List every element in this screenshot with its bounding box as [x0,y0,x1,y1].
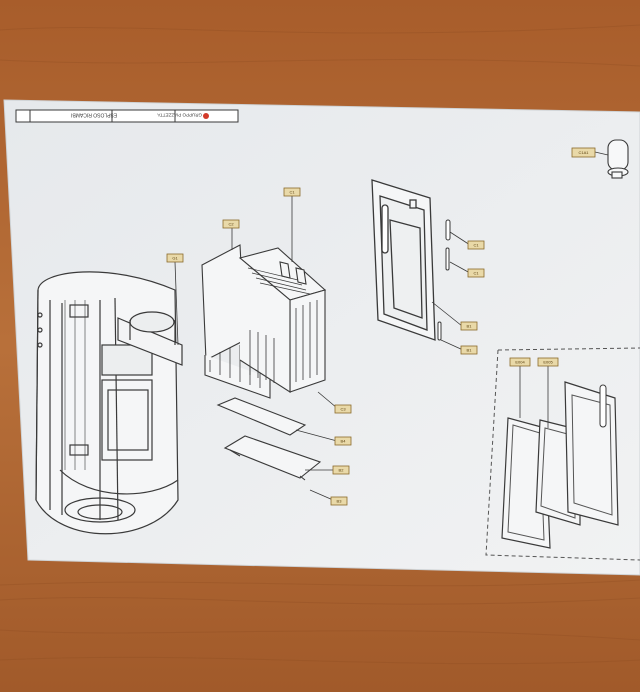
callout-c-inset-2: E005 [537,357,559,367]
callout-text: B4 [341,439,347,444]
callout-c-grate-3: B2 [332,465,350,475]
callout-text: C1 [473,243,479,248]
callout-c-door-1: C1 [467,240,485,250]
callout-text: B1 [467,348,473,353]
stove-door [371,179,436,341]
callout-text: C1 [473,271,479,276]
callout-text: B3 [337,499,343,504]
ash-grate-1 [216,397,307,436]
callout-c-door-4: B1 [460,345,478,355]
brand-logo-icon [203,113,209,119]
callout-text: B1 [467,324,473,329]
callout-c-side-panel: C2 [222,219,240,229]
callout-text: E005 [543,360,553,365]
callout-c-grate-1: C3 [334,404,352,414]
callout-c-inset-1: E004 [509,357,531,367]
callout-c-grate-2: B4 [334,436,352,446]
door-pins [437,219,451,341]
callout-c-left: G1 [166,253,184,263]
title-block: ESPLOSO RICAMBI GRUPPO PIAZZETTA [15,109,239,123]
callout-c-door-3: B1 [460,321,478,331]
callout-text: B2 [339,468,345,473]
callout-labels: C1A1 C1 C2 G1 C1 C1 B1 B1 [166,147,596,506]
leader-lines [174,151,609,501]
wood-grain [0,24,640,665]
callout-text: C2 [228,222,234,227]
stove-body [35,271,183,535]
callout-text: C1A1 [578,150,589,155]
inset-detail [485,347,640,561]
spare-cylinder [607,139,629,179]
callout-text: G1 [172,256,178,261]
callout-c-door-2: C1 [467,268,485,278]
doc-title: ESPLOSO RICAMBI [71,112,117,118]
callout-text: E004 [515,360,525,365]
ash-grate-2 [223,435,322,481]
callout-text: C3 [340,407,346,412]
callout-c-grate-4: B3 [330,496,348,506]
firebox-liner [238,247,327,394]
rear-panel [201,244,271,399]
callout-c-top-right: C1A1 [571,147,596,158]
callout-text: C1 [289,190,295,195]
brand-name: GRUPPO PIAZZETTA [157,113,202,118]
callout-c-panel-top: C1 [283,187,301,197]
